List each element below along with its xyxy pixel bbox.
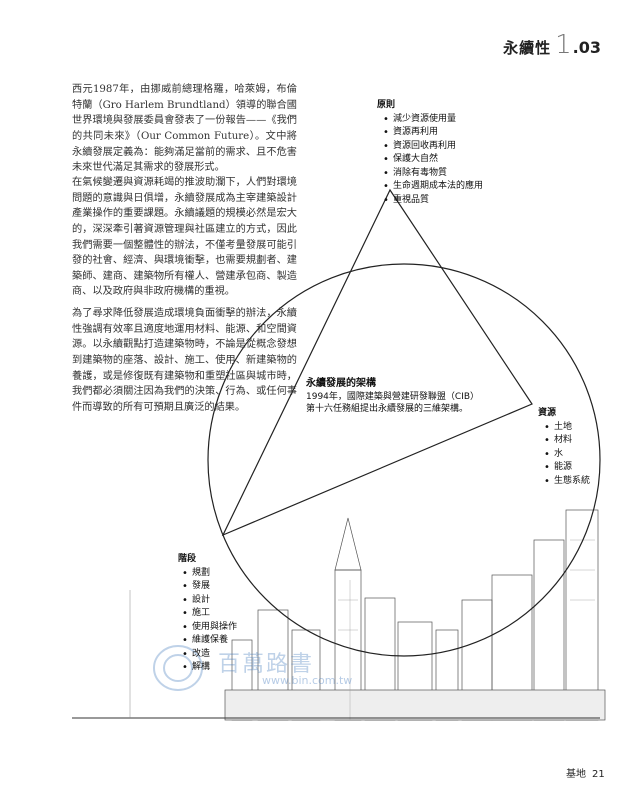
list-item: 材料 xyxy=(544,434,590,448)
list-item: 發展 xyxy=(182,580,237,594)
resources-list: 土地 材料 水 能源 生態系統 xyxy=(538,421,590,489)
body-paragraph-2: 在氣候變遷與資源耗竭的推波助瀾下，人們對環境問題的意識與日俱增，永續發展成為主宰… xyxy=(72,177,297,298)
city-skyline-illustration xyxy=(224,509,606,721)
chapter-title: 永續性 xyxy=(503,39,552,57)
list-item: 保護大自然 xyxy=(383,153,483,167)
principles-title: 原則 xyxy=(377,100,396,110)
list-item: 維護保養 xyxy=(182,634,237,648)
list-item: 資源回收再利用 xyxy=(383,140,483,154)
framework-triangle xyxy=(221,188,533,537)
stages-list: 規劃 發展 設計 施工 使用與操作 維護保養 改造 解構 xyxy=(178,567,237,675)
framework-circle xyxy=(207,263,601,657)
body-paragraph-3: 為了尋求降低發展造成環境負面衝擊的辦法，永續性強調有效率且適度地運用材料、能源、… xyxy=(72,308,297,413)
list-item: 減少資源使用量 xyxy=(383,113,483,127)
list-item: 生態系統 xyxy=(544,475,590,489)
list-item: 能源 xyxy=(544,461,590,475)
stages-label: 階段 規劃 發展 設計 施工 使用與操作 維護保養 改造 解構 xyxy=(178,553,237,675)
list-item: 施工 xyxy=(182,607,237,621)
list-item: 使用與操作 xyxy=(182,621,237,635)
chapter-number: 1.03 xyxy=(555,30,601,60)
list-item: 重視品質 xyxy=(383,194,483,208)
framework-caption: 永續發展的架構 1994年，國際建築與營建研發聯盟（CIB） 第十六任務組提出永… xyxy=(306,378,479,416)
list-item: 生命週期成本法的應用 xyxy=(383,180,483,194)
body-paragraph-1: 西元1987年，由挪威前總理格羅，哈萊姆，布倫特蘭（Gro Harlem Bru… xyxy=(72,84,297,174)
page-footer: 基地 21 xyxy=(566,765,605,780)
page-number: 21 xyxy=(592,769,605,780)
principles-list: 減少資源使用量 資源再利用 資源回收再利用 保護大自然 消除有毒物質 生命週期成… xyxy=(377,113,483,208)
resources-title: 資源 xyxy=(538,408,557,418)
framework-caption-title: 永續發展的架構 xyxy=(306,378,376,389)
framework-caption-line-1: 1994年，國際建築與營建研發聯盟（CIB） xyxy=(306,391,480,402)
principles-label: 原則 減少資源使用量 資源再利用 資源回收再利用 保護大自然 消除有毒物質 生命… xyxy=(377,99,483,207)
list-item: 解構 xyxy=(182,661,237,675)
list-item: 規劃 xyxy=(182,567,237,581)
list-item: 水 xyxy=(544,448,590,462)
list-item: 土地 xyxy=(544,421,590,435)
framework-caption-line-2: 第十六任務組提出永續發展的三維架構。 xyxy=(306,404,469,414)
list-item: 設計 xyxy=(182,594,237,608)
list-item: 改造 xyxy=(182,648,237,662)
stages-title: 階段 xyxy=(178,554,197,564)
footer-section-label: 基地 xyxy=(566,769,586,780)
resources-label: 資源 土地 材料 水 能源 生態系統 xyxy=(538,407,590,488)
chapter-header: 永續性 1.03 xyxy=(503,30,601,60)
list-item: 資源再利用 xyxy=(383,126,483,140)
list-item: 消除有毒物質 xyxy=(383,167,483,181)
watermark-url: www.bin.com.tw xyxy=(262,674,353,687)
